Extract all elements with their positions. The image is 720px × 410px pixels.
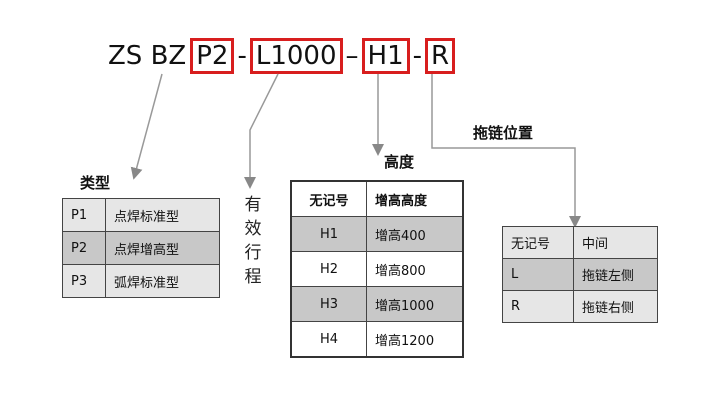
height-desc: 增高800: [366, 251, 464, 287]
separator: -: [237, 41, 247, 71]
height-code: H4: [290, 321, 367, 358]
type-desc: 弧焊标准型: [105, 264, 220, 298]
connector-position: [431, 74, 581, 228]
height-code: 无记号: [290, 180, 367, 217]
table-row: H4 增高1200: [290, 321, 464, 358]
type-desc: 点焊增高型: [105, 231, 220, 265]
height-code: H1: [290, 216, 367, 252]
position-code: L: [502, 258, 574, 291]
table-row: 无记号 增高高度: [290, 180, 464, 217]
type-code-box: P2: [190, 38, 235, 74]
height-code: H3: [290, 286, 367, 322]
table-row: L 拖链左侧: [502, 258, 658, 291]
table-row: H1 增高400: [290, 216, 464, 252]
stroke-title-char: 效: [244, 219, 262, 239]
position-code: 无记号: [502, 226, 574, 259]
height-desc: 增高1000: [366, 286, 464, 322]
table-row: 无记号 中间: [502, 226, 658, 259]
height-desc: 增高1200: [366, 321, 464, 358]
position-desc: 拖链左侧: [573, 258, 658, 291]
model-prefix: ZS BZ: [108, 41, 187, 71]
position-code-box: R: [425, 38, 456, 74]
separator: –: [345, 41, 359, 71]
connector-stroke: [244, 73, 279, 189]
height-title: 高度: [384, 153, 415, 171]
stroke-title-char: 程: [244, 267, 262, 287]
table-row: R 拖链右侧: [502, 290, 658, 323]
type-code: P1: [62, 198, 106, 232]
height-desc: 增高高度: [366, 180, 464, 217]
height-code-box: H1: [361, 38, 410, 74]
height-code: H2: [290, 251, 367, 287]
table-row: P3 弧焊标准型: [62, 264, 220, 298]
type-desc: 点焊标准型: [105, 198, 220, 232]
position-desc: 拖链右侧: [573, 290, 658, 323]
position-code: R: [502, 290, 574, 323]
stroke-title-char: 有: [244, 195, 262, 215]
type-title: 类型: [80, 174, 111, 192]
position-table: 无记号 中间 L 拖链左侧 R 拖链右侧: [502, 226, 658, 323]
height-desc: 增高400: [366, 216, 464, 252]
table-row: P1 点焊标准型: [62, 198, 220, 232]
position-desc: 中间: [573, 226, 658, 259]
type-code: P2: [62, 231, 106, 265]
type-code: P3: [62, 264, 106, 298]
model-code: ZS BZ P2 - L1000 – H1 - R: [108, 38, 456, 74]
separator: -: [412, 41, 422, 71]
stroke-code-box: L1000: [249, 38, 343, 74]
table-row: P2 点焊增高型: [62, 231, 220, 265]
table-row: H3 增高1000: [290, 286, 464, 322]
height-table: 无记号 增高高度 H1 增高400 H2 增高800 H3 增高1000 H4 …: [290, 180, 464, 358]
stroke-title: 有 效 行 程: [243, 193, 263, 289]
table-row: H2 增高800: [290, 251, 464, 287]
type-table: P1 点焊标准型 P2 点焊增高型 P3 弧焊标准型: [62, 198, 220, 298]
position-title: 拖链位置: [473, 124, 534, 142]
stroke-title-char: 行: [244, 243, 262, 263]
connector-type: [130, 73, 163, 180]
